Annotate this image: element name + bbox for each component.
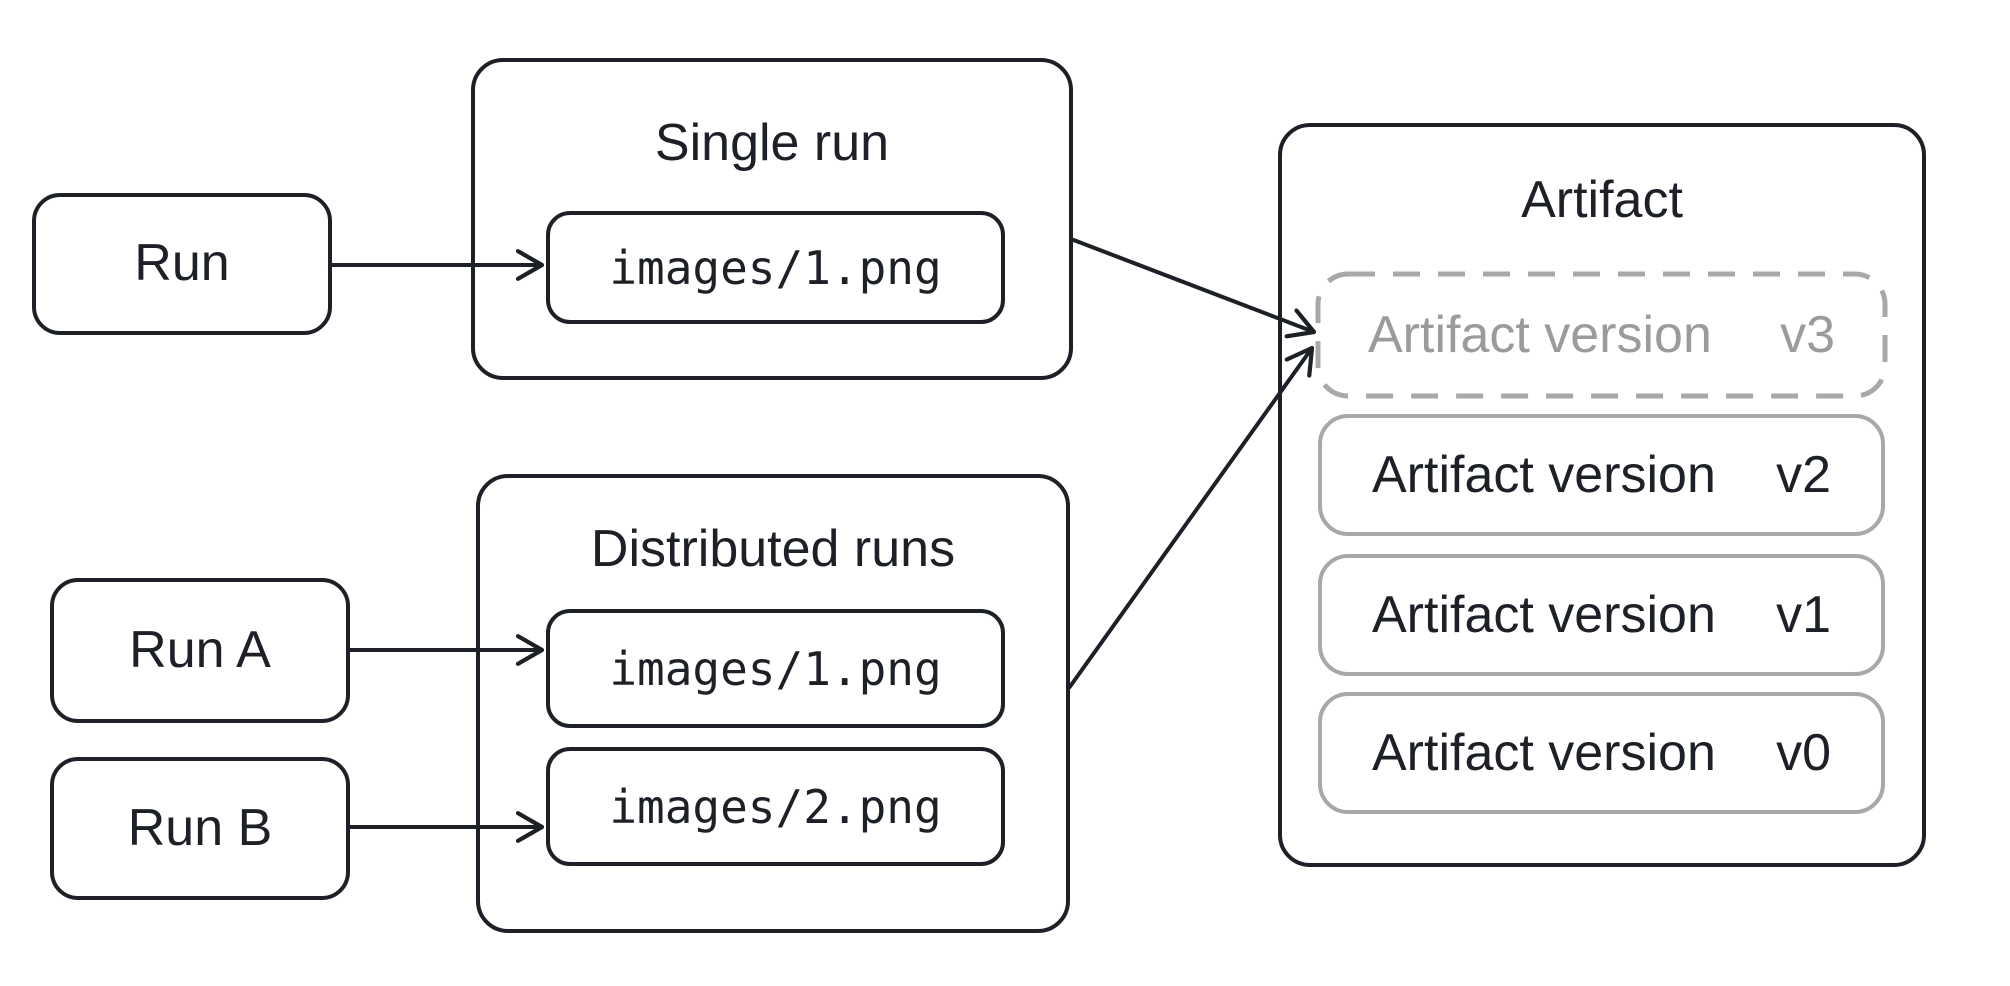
- artifact-group: Artifact Artifact version v3 Artifact ve…: [1278, 123, 1926, 867]
- artifact-version-v3-tag: v3: [1780, 306, 1835, 364]
- distributed-file-2-node: images/2.png: [546, 747, 1005, 866]
- distributed-file-1-label: images/1.png: [609, 641, 942, 696]
- arrow-distributed-runs-to-pending-version: [1067, 345, 1315, 690]
- distributed-runs-group: Distributed runs images/1.png images/2.p…: [476, 474, 1070, 933]
- artifact-group-title: Artifact: [1521, 171, 1683, 229]
- single-run-group-title: Single run: [654, 114, 890, 172]
- artifact-version-v2-tag: v2: [1776, 446, 1831, 504]
- artifact-version-v1-tag: v1: [1776, 586, 1831, 644]
- artifact-version-v2: Artifact version v2: [1318, 414, 1885, 536]
- run-node-label: Run: [134, 234, 230, 293]
- run-node: Run: [32, 193, 332, 335]
- distributed-runs-group-title: Distributed runs: [590, 520, 956, 578]
- run-a-node: Run A: [50, 578, 350, 723]
- artifact-version-v3-pending: Artifact version v3: [1318, 274, 1885, 396]
- single-run-file-node: images/1.png: [546, 211, 1005, 324]
- artifact-version-v2-label: Artifact version: [1372, 446, 1716, 504]
- artifact-version-v0-tag: v0: [1776, 724, 1831, 782]
- run-b-node-label: Run B: [127, 798, 273, 857]
- artifact-version-v1: Artifact version v1: [1318, 554, 1885, 676]
- run-b-node: Run B: [50, 757, 350, 900]
- artifact-version-v0: Artifact version v0: [1318, 692, 1885, 814]
- single-run-file-label: images/1.png: [609, 240, 942, 295]
- artifact-version-v3-label: Artifact version: [1368, 306, 1712, 364]
- single-run-group: Single run images/1.png: [471, 58, 1073, 380]
- distributed-file-2-label: images/2.png: [609, 779, 942, 834]
- run-a-node-label: Run A: [129, 620, 271, 679]
- artifact-version-v1-label: Artifact version: [1372, 586, 1716, 644]
- distributed-file-1-node: images/1.png: [546, 609, 1005, 728]
- artifact-version-v0-label: Artifact version: [1372, 724, 1716, 782]
